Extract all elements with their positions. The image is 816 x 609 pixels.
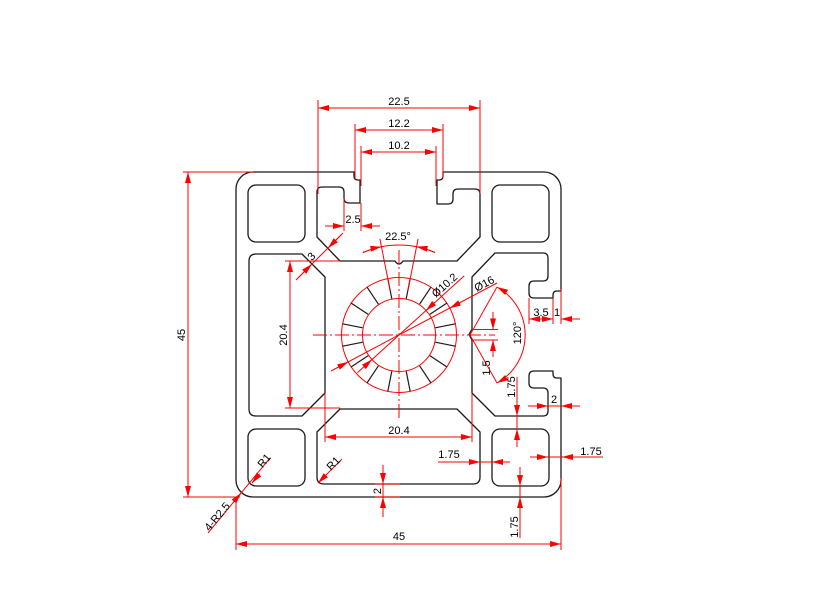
dim-lip-width: 2.5 xyxy=(325,198,380,231)
bottom-closed-void xyxy=(316,408,481,485)
dim-label-slot-mouth: 12.2 xyxy=(388,118,409,130)
angle-ray xyxy=(469,334,498,384)
dim-label-rib-angle: 22.5° xyxy=(385,231,411,243)
dim-core-height: 20.4 xyxy=(278,260,340,409)
extension-line xyxy=(407,238,419,291)
arrow-line xyxy=(449,300,461,309)
dim-label-core-width: 20.4 xyxy=(388,425,409,437)
dim-cavity-wall: 1.75 xyxy=(506,376,520,447)
corner-hole-top-right xyxy=(491,184,550,243)
hub-rib-line xyxy=(429,355,448,368)
arrow-line xyxy=(337,361,349,370)
dim-slot-span: 22.5 xyxy=(317,96,481,194)
radius-callouts: R1 4-R2.5 R1 xyxy=(202,452,343,534)
dim-overall-width: 45 xyxy=(235,478,562,550)
dim-label-groove-width: 1.5 xyxy=(481,360,493,375)
leader-line xyxy=(330,282,498,372)
dim-label-cavity-wall: 1.75 xyxy=(506,376,518,397)
dim-label-bore-diameter: Ø10.2 xyxy=(430,271,460,300)
hub-rib-line xyxy=(342,341,363,347)
angle-ray xyxy=(469,286,498,336)
hub-rib-line xyxy=(387,371,393,392)
arrow-arc xyxy=(362,245,382,253)
hub-rib-line xyxy=(366,286,379,305)
hub-rib-line xyxy=(429,302,448,315)
dim-bottom-wall: 2 xyxy=(372,465,400,517)
dim-label-slot-neck: 10.2 xyxy=(388,140,409,152)
outer-boundary xyxy=(235,171,562,498)
corner-hole-top-left xyxy=(247,184,306,243)
dim-label-corner-radius: 4-R2.5 xyxy=(202,501,232,534)
dim-label-groove-angle: 120° xyxy=(512,322,524,345)
dim-side-wall: 2 xyxy=(528,394,580,409)
dim-lip-length: 3.5 1 xyxy=(528,289,580,324)
dim-label-bottom-wall: 2 xyxy=(372,488,384,494)
dim-rib-angle: 22.5° xyxy=(362,231,436,291)
dim-slot-mouth: 12.2 xyxy=(354,118,444,178)
dim-label-nib-depth: 1 xyxy=(554,307,560,319)
hub-rib-line xyxy=(342,323,363,329)
dim-label-hub-diameter: Ø16 xyxy=(473,274,497,294)
hub-rib-line xyxy=(419,365,432,384)
dim-label-void-wall: 1.75 xyxy=(438,449,459,461)
hub-rib-line xyxy=(435,341,456,347)
hub-rib-line xyxy=(435,323,456,329)
arrow-line xyxy=(317,473,328,484)
dim-void-wall: 1.75 xyxy=(438,449,510,465)
hub-rib-line xyxy=(350,355,369,368)
dim-label-square-bottom-wall: 1.75 xyxy=(509,516,521,537)
dim-slot-neck: 10.2 xyxy=(360,140,437,186)
hub-rib-line xyxy=(350,302,369,315)
dim-label-overall-width: 45 xyxy=(393,531,405,543)
arrow-arc xyxy=(416,245,436,253)
dim-label-void-radius: R1 xyxy=(325,455,343,473)
dim-square-bottom-wall: 1.75 xyxy=(509,467,523,538)
left-closed-void xyxy=(248,253,326,417)
arrow-line xyxy=(425,300,437,311)
arrow-line xyxy=(361,359,373,370)
extension-line xyxy=(379,238,391,291)
hub-rib-line xyxy=(405,371,411,392)
corner-hole-bottom-left xyxy=(247,428,306,487)
dim-label-side-wall: 2 xyxy=(551,394,557,406)
dim-label-lip-length: 3.5 xyxy=(533,307,548,319)
dim-label-core-height: 20.4 xyxy=(278,324,290,345)
dim-groove-width: 1.5 xyxy=(471,312,498,376)
arrow-line xyxy=(327,234,342,249)
dim-label-square-radius: R1 xyxy=(256,452,274,470)
dim-label-overall-height: 45 xyxy=(176,329,188,341)
dim-label-square-side-wall: 1.75 xyxy=(580,446,601,458)
leader-line xyxy=(357,275,465,373)
hub-rib-line xyxy=(366,365,379,384)
dim-square-side-wall: 1.75 xyxy=(530,446,603,460)
dim-core-width: 20.4 xyxy=(324,393,473,442)
dim-groove-angle: 120° xyxy=(469,286,526,384)
dim-bore-diameter: Ø10.2 xyxy=(357,271,465,373)
hub-rib-line xyxy=(419,286,432,305)
arrow-line xyxy=(251,472,262,484)
dim-label-lip-width: 2.5 xyxy=(345,214,360,226)
arrow-line xyxy=(231,492,242,504)
dim-label-slot-span: 22.5 xyxy=(388,96,409,108)
dim-overall-height: 45 xyxy=(176,171,253,498)
hub-ribs xyxy=(342,278,456,392)
arrow-line xyxy=(297,263,313,279)
dimension-arc xyxy=(496,286,526,384)
centerlines xyxy=(313,250,495,418)
